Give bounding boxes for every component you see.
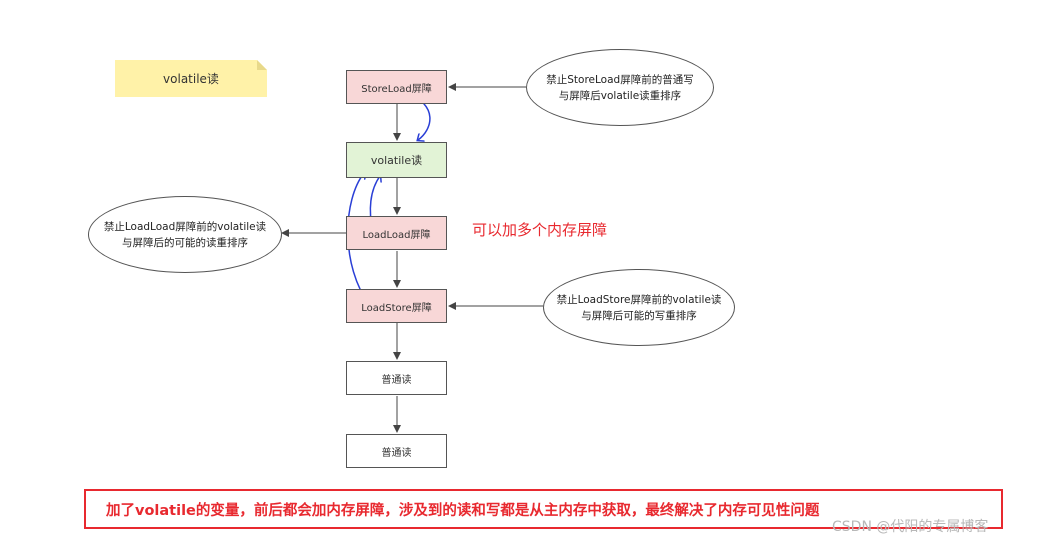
storeload-explanation-line1: 禁止StoreLoad屏障前的普通写 <box>546 73 694 86</box>
volatile-read-label: volatile读 <box>370 154 423 167</box>
loadload-explanation-line1: 禁止LoadLoad屏障前的volatile读 <box>103 220 267 233</box>
normal-read-label-1: 普通读 <box>381 374 412 386</box>
loadstore-explanation-line2: 与屏障后可能的写重排序 <box>581 309 697 322</box>
summary-banner-text: 加了volatile的变量，前后都会加内存屏障，涉及到的读和写都是从主内存中获取… <box>106 502 820 519</box>
loadload-barrier-label: LoadLoad屏障 <box>362 229 431 241</box>
storeload-barrier-label: StoreLoad屏障 <box>361 83 432 95</box>
normal-read-box-2: 普通读 <box>346 434 447 468</box>
loadload-barrier-box: LoadLoad屏障 <box>346 216 447 250</box>
volatile-read-note: volatile读 <box>115 60 267 97</box>
loadstore-explanation-ellipse: 禁止LoadStore屏障前的volatile读 与屏障后可能的写重排序 <box>543 269 735 346</box>
loadload-explanation-ellipse: 禁止LoadLoad屏障前的volatile读 与屏障后的可能的读重排序 <box>88 196 282 273</box>
normal-read-label-2: 普通读 <box>381 447 412 459</box>
summary-banner: 加了volatile的变量，前后都会加内存屏障，涉及到的读和写都是从主内存中获取… <box>84 489 1003 529</box>
multiple-barriers-annotation: 可以加多个内存屏障 <box>472 221 608 239</box>
storeload-explanation-ellipse: 禁止StoreLoad屏障前的普通写 与屏障后volatile读重排序 <box>526 49 714 126</box>
note-label: volatile读 <box>163 72 219 86</box>
note-fold <box>257 60 267 70</box>
loadstore-barrier-box: LoadStore屏障 <box>346 289 447 323</box>
storeload-barrier-box: StoreLoad屏障 <box>346 70 447 104</box>
loadstore-explanation-line1: 禁止LoadStore屏障前的volatile读 <box>556 293 722 306</box>
csdn-watermark: CSDN @代阳的专属博客 <box>832 519 989 535</box>
storeload-explanation-line2: 与屏障后volatile读重排序 <box>558 89 682 102</box>
normal-read-box-1: 普通读 <box>346 361 447 395</box>
volatile-read-box: volatile读 <box>346 142 447 178</box>
loadload-explanation-line2: 与屏障后的可能的读重排序 <box>122 236 248 249</box>
loadstore-barrier-label: LoadStore屏障 <box>361 302 432 314</box>
